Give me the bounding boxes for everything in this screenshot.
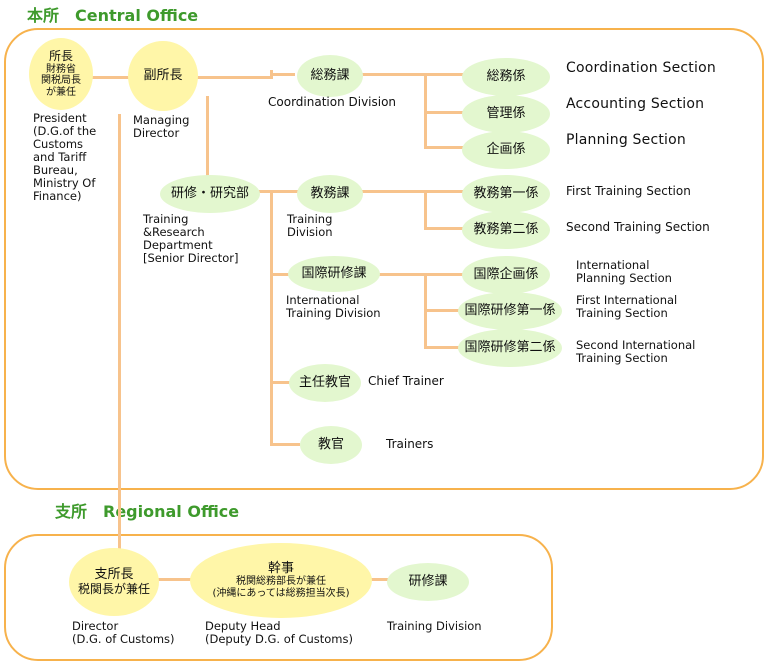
first-training-section-label: First Training Section <box>566 184 691 198</box>
central-office-frame <box>4 28 764 490</box>
connector <box>155 578 195 581</box>
connector <box>424 111 464 114</box>
president-note: 財務省 <box>46 63 76 75</box>
deputy-head-node: 幹事 税関総務部長が兼任 (沖縄にあっては総務担当次長) <box>190 543 372 618</box>
regional-training-division-node: 研修課 <box>387 563 469 601</box>
connector <box>424 146 464 149</box>
connector <box>370 273 465 276</box>
first-international-section-node: 国際研修第一係 <box>458 292 562 330</box>
deputy-head-note: 税関総務部長が兼任 <box>235 576 326 588</box>
connector <box>370 578 390 581</box>
connector <box>118 114 121 550</box>
connector <box>255 190 300 193</box>
accounting-section-node: 管理係 <box>462 95 550 133</box>
deputy-head-note: (沖縄にあっては総務担当次長) <box>212 587 350 599</box>
president-title: 所長 <box>48 48 73 63</box>
connector <box>360 73 465 76</box>
connector <box>424 346 464 349</box>
regional-office-title: 支所 Regional Office <box>55 502 240 521</box>
connector <box>270 73 295 76</box>
connector <box>424 190 427 229</box>
regional-director-title: 支所長 <box>94 566 134 582</box>
connector <box>424 73 427 147</box>
connector <box>424 227 464 230</box>
connector <box>270 190 273 445</box>
regional-director-node: 支所長 税関長が兼任 <box>69 548 159 616</box>
coordination-section-label: Coordination Section <box>566 60 716 76</box>
president-node: 所長 財務省 関税局長 が兼任 <box>29 38 93 110</box>
connector <box>270 381 300 384</box>
second-international-section-node: 国際研修第二係 <box>458 329 562 367</box>
trainers-label: Trainers <box>386 437 434 451</box>
connector <box>424 309 464 312</box>
connector <box>270 443 300 446</box>
research-department-node: 研修・研究部 <box>160 175 260 213</box>
coordination-division-label: Coordination Division <box>268 95 397 109</box>
regional-office-frame <box>4 534 553 661</box>
regional-director-note: 税関長が兼任 <box>77 581 150 596</box>
planning-section-label: Planning Section <box>566 132 686 148</box>
managing-director-node: 副所長 <box>128 41 198 111</box>
regional-director-label: Director(D.G. of Customs) <box>72 619 175 646</box>
coordination-section-node: 総務係 <box>462 58 550 96</box>
second-training-section-node: 教務第二係 <box>462 211 550 249</box>
coordination-division-node: 総務課 <box>297 55 363 97</box>
connector <box>206 96 209 182</box>
planning-section-node: 企画係 <box>462 131 550 169</box>
first-training-section-node: 教務第一係 <box>462 175 550 213</box>
international-planning-section-node: 国際企画係 <box>462 256 550 294</box>
second-training-section-label: Second Training Section <box>566 220 710 234</box>
chief-trainer-node: 主任教官 <box>289 364 361 402</box>
connector <box>270 70 273 79</box>
international-training-division-node: 国際研修課 <box>288 256 380 292</box>
president-note: が兼任 <box>46 86 76 98</box>
training-division-node: 教務課 <box>297 175 363 213</box>
chief-trainer-label: Chief Trainer <box>368 374 444 388</box>
president-note: 関税局長 <box>41 75 81 87</box>
regional-training-division-label: Training Division <box>387 619 482 633</box>
accounting-section-label: Accounting Section <box>566 96 705 112</box>
trainers-node: 教官 <box>300 426 362 464</box>
deputy-head-title: 幹事 <box>267 560 294 576</box>
connector <box>360 190 465 193</box>
deputy-head-label: Deputy Head(Deputy D.G. of Customs) <box>205 619 353 646</box>
connector <box>270 273 298 276</box>
central-office-title: 本所 Central Office <box>27 6 199 25</box>
